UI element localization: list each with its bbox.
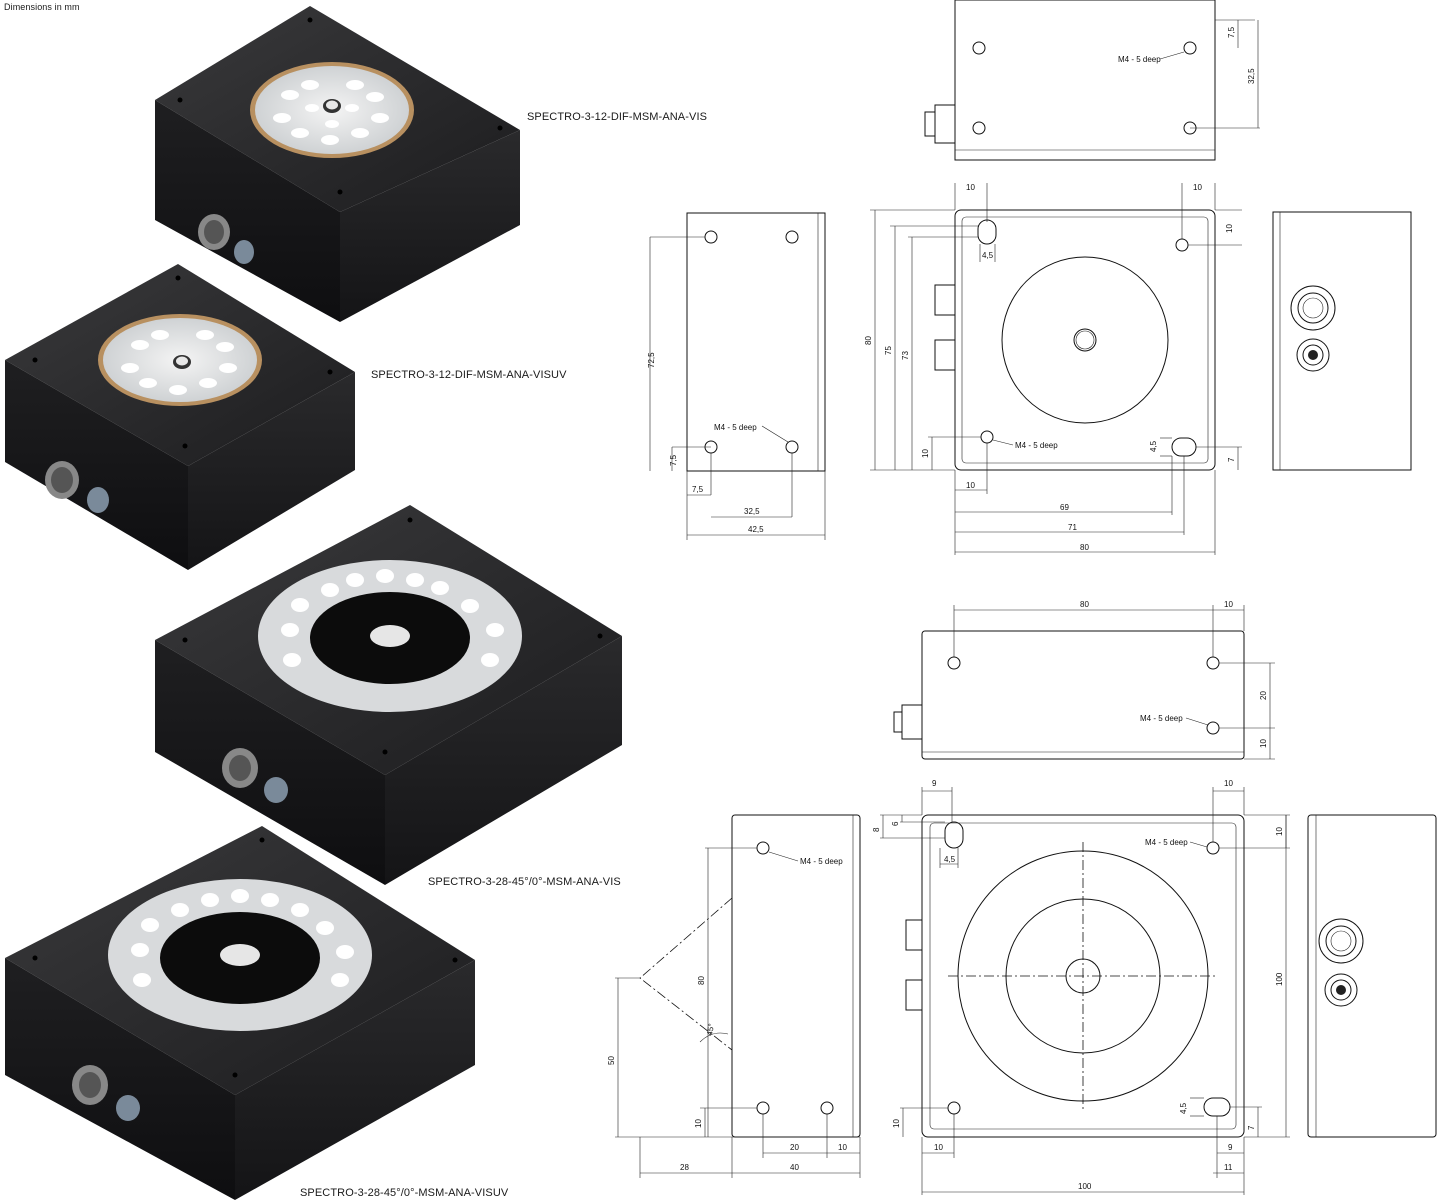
large-top-view: 80 10 20 10 M4 - 5 deep: [893, 600, 1275, 760]
small-front-view: 10 10 10 4,5 80 75 73 10 10 4,5 7 69 71 …: [864, 183, 1242, 555]
large-front-view: 9 10 8 6 4,5 10 100 10 10 4,5 7 9 11 100…: [872, 779, 1290, 1195]
product-label-4: SPECTRO-3-28-45°/0°-MSM-ANA-VISUV: [300, 1187, 509, 1199]
svg-text:4,5: 4,5: [1149, 440, 1158, 452]
svg-text:M4 - 5 deep: M4 - 5 deep: [1118, 55, 1161, 64]
svg-text:M4 - 5 deep: M4 - 5 deep: [714, 423, 757, 432]
svg-text:10: 10: [921, 449, 930, 458]
small-side-view: 72,5 7,5 7,5 32,5 42,5 M4 - 5 deep: [647, 212, 826, 540]
small-top-view: 7,5 32,5 M4 - 5 deep: [924, 0, 1260, 161]
svg-text:7,5: 7,5: [1227, 26, 1236, 38]
svg-text:10: 10: [1275, 827, 1284, 836]
product-label-2: SPECTRO-3-12-DIF-MSM-ANA-VISUV: [371, 369, 567, 381]
small-connector-view: [1272, 211, 1412, 471]
product-label-3: SPECTRO-3-28-45°/0°-MSM-ANA-VIS: [428, 876, 621, 888]
svg-text:4,5: 4,5: [944, 855, 956, 864]
svg-text:80: 80: [864, 336, 873, 345]
svg-text:20: 20: [790, 1143, 799, 1152]
svg-text:32,5: 32,5: [744, 507, 760, 516]
svg-text:32,5: 32,5: [1247, 68, 1256, 84]
svg-text:80: 80: [1080, 600, 1089, 609]
svg-text:10: 10: [1193, 183, 1202, 192]
svg-text:10: 10: [934, 1143, 943, 1152]
svg-text:10: 10: [892, 1119, 901, 1128]
svg-text:80: 80: [697, 976, 706, 985]
svg-text:7,5: 7,5: [692, 485, 704, 494]
svg-text:72,5: 72,5: [647, 352, 656, 368]
svg-text:10: 10: [966, 481, 975, 490]
svg-text:8: 8: [872, 827, 881, 832]
svg-text:100: 100: [1078, 1182, 1092, 1191]
product-render-3: [155, 505, 622, 885]
svg-text:4,5: 4,5: [982, 251, 994, 260]
svg-text:75: 75: [884, 346, 893, 355]
svg-text:7: 7: [1227, 457, 1236, 462]
svg-text:10: 10: [838, 1143, 847, 1152]
svg-text:10: 10: [1259, 739, 1268, 748]
svg-text:11: 11: [1224, 1163, 1233, 1172]
svg-text:7: 7: [1247, 1125, 1256, 1130]
svg-text:50: 50: [607, 1056, 616, 1065]
svg-text:4,5: 4,5: [1179, 1102, 1188, 1114]
svg-text:10: 10: [966, 183, 975, 192]
svg-text:71: 71: [1068, 523, 1077, 532]
large-side-view: 80 50 10 45° 28 40 20 10 M4 - 5 deep: [607, 814, 861, 1178]
product-render-2: [5, 264, 355, 570]
product-render-4: [5, 826, 475, 1200]
svg-text:42,5: 42,5: [748, 525, 764, 534]
svg-text:10: 10: [1224, 779, 1233, 788]
product-render-1: [155, 6, 520, 322]
product-label-1: SPECTRO-3-12-DIF-MSM-ANA-VIS: [527, 111, 708, 123]
svg-text:M4 - 5 deep: M4 - 5 deep: [1145, 838, 1188, 847]
svg-text:10: 10: [1225, 224, 1234, 233]
svg-text:100: 100: [1275, 972, 1284, 986]
svg-text:28: 28: [680, 1163, 689, 1172]
svg-text:6: 6: [891, 821, 900, 826]
svg-text:45°: 45°: [705, 1023, 716, 1036]
svg-text:69: 69: [1060, 503, 1069, 512]
svg-text:80: 80: [1080, 543, 1089, 552]
svg-text:9: 9: [932, 779, 937, 788]
svg-text:40: 40: [790, 1163, 799, 1172]
svg-text:M4 - 5 deep: M4 - 5 deep: [1015, 441, 1058, 450]
dimensions-note: Dimensions in mm: [4, 2, 80, 12]
svg-text:10: 10: [694, 1119, 703, 1128]
svg-text:9: 9: [1228, 1143, 1233, 1152]
large-connector-view: [1307, 814, 1437, 1138]
svg-text:7,5: 7,5: [669, 454, 678, 466]
svg-text:10: 10: [1224, 600, 1233, 609]
svg-text:M4 - 5 deep: M4 - 5 deep: [1140, 714, 1183, 723]
svg-text:20: 20: [1259, 691, 1268, 700]
svg-text:73: 73: [901, 351, 910, 360]
svg-text:M4 - 5 deep: M4 - 5 deep: [800, 857, 843, 866]
